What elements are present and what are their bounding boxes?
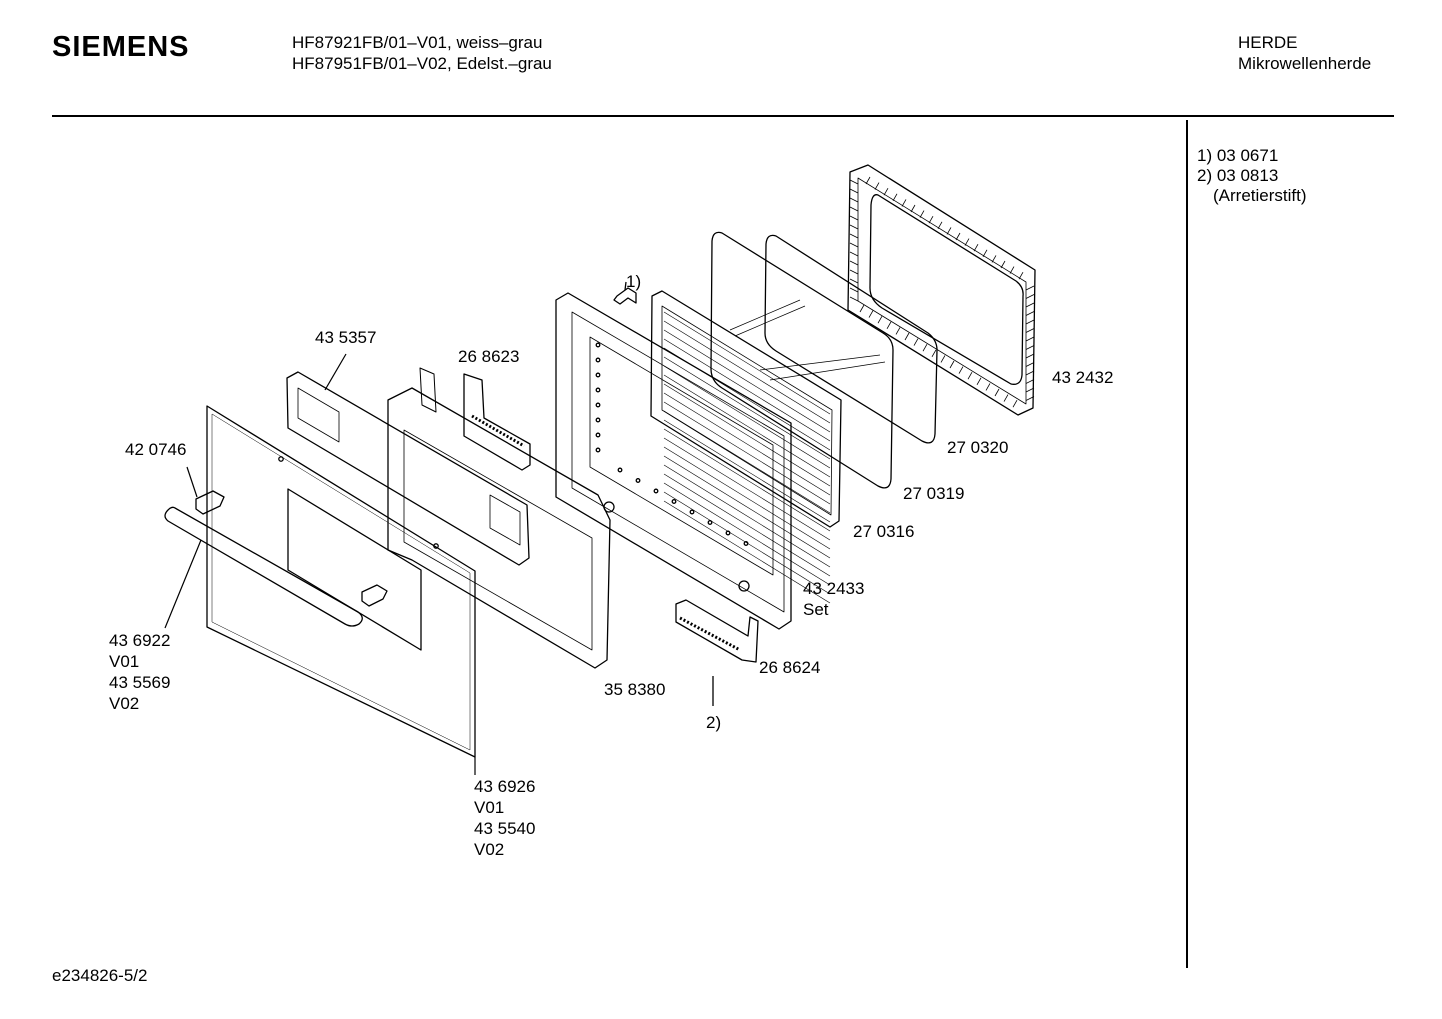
label-436922-line2: V01 — [109, 652, 140, 671]
part-handle-436922 — [164, 490, 388, 627]
label-436926-line2: V01 — [474, 798, 505, 817]
label-432432: 43 2432 — [1052, 368, 1114, 387]
label-432433: 43 2433 — [803, 579, 865, 598]
header-rule — [52, 115, 1394, 117]
label-436926-line4: V02 — [474, 840, 505, 859]
model-line-1: HF87921FB/01–V01, weiss–grau — [292, 33, 543, 52]
label-358380: 35 8380 — [604, 680, 666, 699]
label-436922-line3: 43 5569 — [109, 673, 171, 692]
label-436926-line1: 43 6926 — [474, 777, 536, 796]
ref1-leader — [624, 281, 627, 291]
label-268623: 26 8623 — [458, 347, 520, 366]
label-ref1: 1) — [626, 272, 642, 291]
label-420746: 42 0746 — [125, 440, 187, 459]
notes-divider — [1186, 120, 1188, 968]
note-1: 1) 03 0671 — [1197, 146, 1279, 165]
label-270319: 27 0319 — [903, 484, 965, 503]
note-2-desc: (Arretierstift) — [1213, 186, 1307, 205]
document-code: e234826-5/2 — [52, 966, 148, 985]
category-label: HERDE — [1238, 33, 1298, 52]
note-2: 2) 03 0813 — [1197, 166, 1279, 185]
part-hinge-268624 — [675, 599, 759, 663]
part-hinge-268623 — [463, 373, 531, 471]
part-door-frame-432433 — [555, 292, 792, 630]
part-inner-panel-358380 — [387, 367, 611, 669]
part-glass-270320 — [764, 234, 938, 444]
label-435357: 43 5357 — [315, 328, 377, 347]
label-436926-line3: 43 5540 — [474, 819, 536, 838]
part-glass-270319 — [710, 231, 894, 489]
part-front-glass-436926 — [206, 405, 476, 758]
glass-reflection — [729, 299, 886, 381]
label-270320: 27 0320 — [947, 438, 1009, 457]
label-ref2: 2) — [706, 713, 722, 732]
part-rear-frame — [847, 164, 1036, 416]
model-line-2: HF87951FB/01–V02, Edelst.–grau — [292, 54, 552, 73]
label-432433-set: Set — [803, 600, 829, 619]
leader-lines — [164, 353, 476, 775]
label-268624: 26 8624 — [759, 658, 821, 677]
subcategory-label: Mikrowellenherde — [1238, 54, 1372, 73]
part-clip-1 — [613, 287, 637, 305]
label-270316: 27 0316 — [853, 522, 915, 541]
label-436922-line4: V02 — [109, 694, 140, 713]
brand-logo: SIEMENS — [52, 31, 190, 63]
part-shield-270316 — [650, 290, 842, 604]
part-bracket-435357 — [286, 371, 530, 566]
label-436922-line1: 43 6922 — [109, 631, 171, 650]
